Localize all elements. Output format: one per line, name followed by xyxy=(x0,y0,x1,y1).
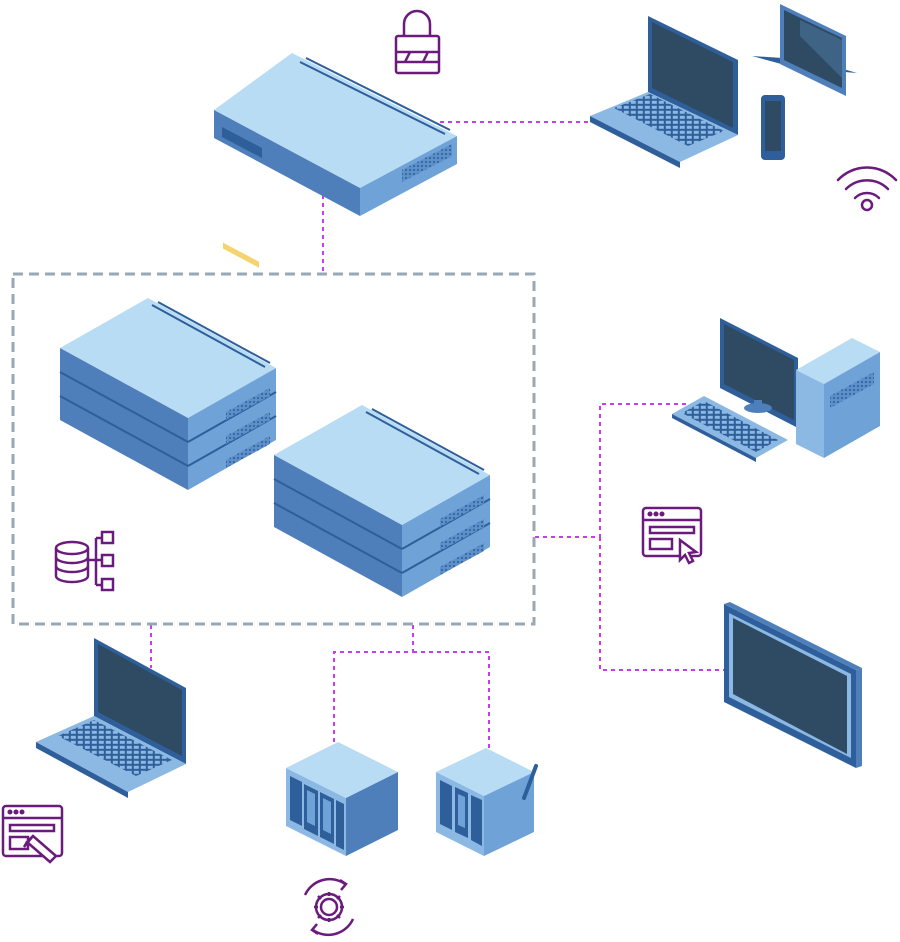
connector-servers-panel xyxy=(599,537,730,671)
remote-laptop xyxy=(590,16,738,168)
servers-label-line1: Primary & xyxy=(136,530,202,547)
development-label: Development xyxy=(84,827,173,844)
plc-rack-small xyxy=(436,748,538,856)
server-group-boundary xyxy=(11,272,536,626)
plc-rack-large xyxy=(286,742,398,856)
connector-servers-devices xyxy=(333,625,490,750)
remote-clients-label: Remote clients xyxy=(696,187,799,204)
servers-label-line2: secondary xyxy=(136,552,206,569)
gear-cycle-icon xyxy=(303,877,355,937)
panel-display xyxy=(724,602,862,768)
primary-server-stack xyxy=(59,298,277,490)
dev-window-icon xyxy=(1,804,64,864)
development-laptop xyxy=(36,638,186,798)
gateway-server xyxy=(214,53,457,268)
browser-window-icon xyxy=(641,506,703,565)
workstation-tower xyxy=(796,338,880,458)
remote-tablet xyxy=(752,4,857,96)
devices-label: PLC/RTU/Devices xyxy=(379,900,500,917)
workstation-keyboard xyxy=(672,396,788,462)
workstation-label-line1: Workstation & xyxy=(726,517,819,534)
servers-label-line3: servers xyxy=(136,574,185,591)
database-icon xyxy=(54,530,115,592)
workstation-monitor xyxy=(720,318,798,428)
remote-phone xyxy=(761,95,785,160)
workstation-label-line2: panel runtimes xyxy=(726,539,824,556)
connectors xyxy=(150,121,730,750)
lock-icon xyxy=(394,9,441,75)
wifi-icon xyxy=(836,166,898,212)
connector-servers-workstation xyxy=(535,403,690,538)
secondary-server-stack xyxy=(273,405,491,597)
